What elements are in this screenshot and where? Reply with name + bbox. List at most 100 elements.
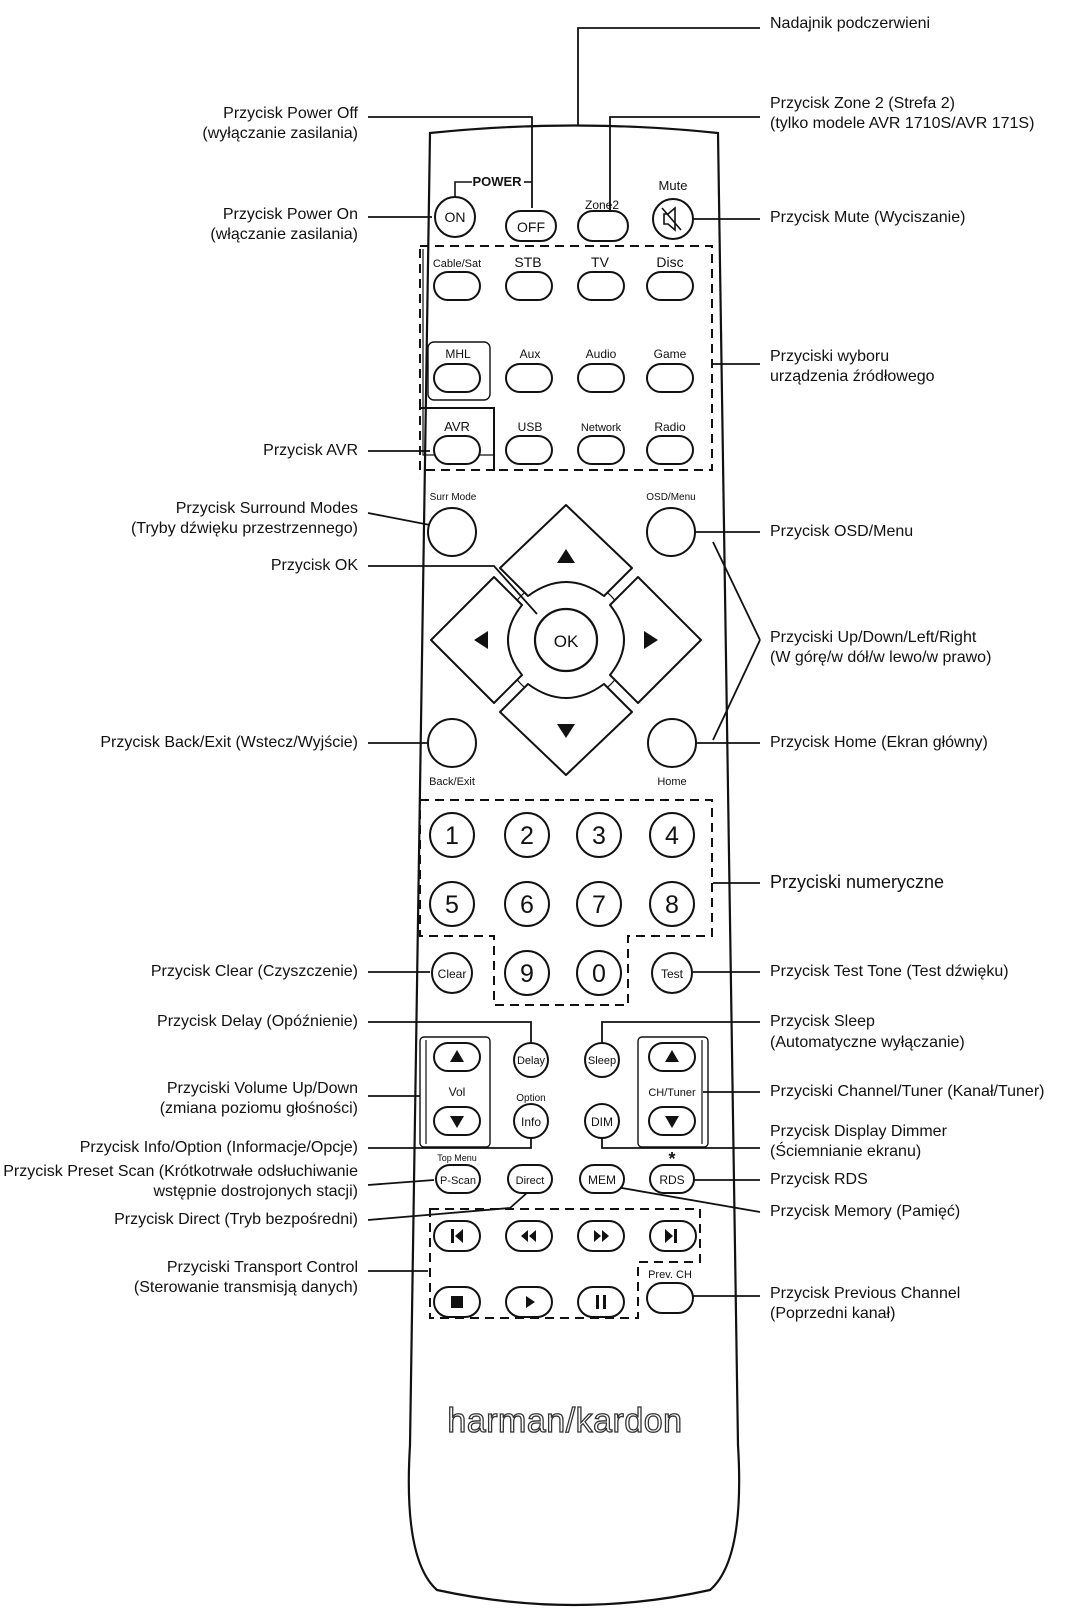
mute-caption: Mute (659, 178, 688, 193)
test-tone-button[interactable]: Test (651, 952, 693, 994)
usb-button[interactable] (505, 435, 553, 465)
skip-back-button[interactable] (433, 1220, 481, 1252)
top-menu-caption: Top Menu (437, 1153, 477, 1163)
label-osd: Przycisk OSD/Menu (770, 523, 913, 540)
volume-down-arrow-icon (450, 1116, 464, 1128)
direct-button[interactable]: Direct (507, 1164, 553, 1194)
stop-button[interactable] (433, 1286, 481, 1318)
mhl-button[interactable] (433, 363, 481, 393)
info-option-button[interactable]: Info (513, 1103, 549, 1139)
key-0[interactable]: 0 (576, 950, 622, 996)
rewind-icon (521, 1230, 536, 1242)
skip-forward-icon (665, 1229, 677, 1243)
tv-button[interactable] (577, 271, 625, 301)
label-transport: Przyciski Transport Control (167, 1259, 358, 1276)
key-1[interactable]: 1 (429, 812, 475, 858)
mem-button[interactable]: MEM (579, 1164, 625, 1194)
key-2-label: 2 (520, 822, 534, 850)
back-exit-button[interactable] (427, 718, 477, 768)
play-button[interactable] (505, 1286, 553, 1318)
skip-forward-button[interactable] (649, 1220, 697, 1252)
fast-forward-button[interactable] (577, 1220, 625, 1252)
key-8[interactable]: 8 (649, 881, 695, 927)
label-rds: Przycisk RDS (770, 1171, 868, 1188)
volume-down-button[interactable] (433, 1106, 481, 1136)
key-0-label: 0 (592, 960, 606, 988)
usb-caption: USB (518, 420, 543, 434)
clear-button[interactable]: Clear (431, 952, 473, 994)
zone2-button[interactable] (577, 210, 629, 242)
dim-button[interactable]: DIM (584, 1103, 620, 1139)
power-on-button[interactable]: ON (434, 196, 476, 238)
volume-up-button[interactable] (433, 1042, 481, 1072)
disc-button[interactable] (646, 271, 694, 301)
delay-label: Delay (517, 1055, 546, 1067)
disc-caption: Disc (656, 254, 683, 270)
delay-button[interactable]: Delay (513, 1042, 549, 1078)
channel-down-button[interactable] (648, 1106, 696, 1136)
mute-button[interactable] (652, 198, 694, 240)
rds-asterisk: * (668, 1149, 675, 1169)
ok-button[interactable] (533, 607, 599, 673)
callout-labels: Nadajnik podczerwieni Przycisk Power Off… (3, 15, 1044, 1322)
label-channel: Przyciski Channel/Tuner (Kanał/Tuner) (770, 1083, 1044, 1100)
down-arrow-icon (557, 724, 575, 738)
key-5[interactable]: 5 (429, 881, 475, 927)
key-3[interactable]: 3 (576, 812, 622, 858)
osd-menu-button[interactable] (646, 507, 696, 557)
right-arrow-icon (644, 631, 658, 649)
key-6[interactable]: 6 (504, 881, 550, 927)
network-button[interactable] (577, 435, 625, 465)
pause-button[interactable] (577, 1286, 625, 1318)
key-7-label: 7 (592, 891, 606, 919)
power-off-button[interactable]: OFF (505, 210, 557, 242)
brand-logo: harman/kardon (447, 1402, 682, 1440)
stb-caption: STB (514, 254, 541, 270)
pause-icon (596, 1295, 606, 1309)
aux-button[interactable] (505, 363, 553, 393)
home-caption: Home (657, 776, 686, 788)
sleep-button[interactable]: Sleep (584, 1042, 620, 1078)
cable-sat-button[interactable] (433, 271, 481, 301)
avr-button[interactable] (433, 435, 481, 465)
dashed-groups (419, 245, 713, 1319)
home-button[interactable] (647, 718, 697, 768)
power-row: POWER ON OFF Zone2 Mute (434, 174, 694, 242)
label-avr: Przycisk AVR (263, 442, 358, 459)
direct-label: Direct (516, 1175, 545, 1187)
label-surround-desc: (Tryby dźwięku przestrzennego) (131, 520, 358, 537)
p-scan-button[interactable]: P-Scan (435, 1164, 481, 1194)
channel-up-button[interactable] (648, 1042, 696, 1072)
prev-ch-button[interactable] (646, 1282, 694, 1314)
key-4[interactable]: 4 (649, 812, 695, 858)
key-5-label: 5 (445, 891, 459, 919)
key-2[interactable]: 2 (504, 812, 550, 858)
label-sleep: Przycisk Sleep (770, 1013, 875, 1030)
mem-label: MEM (588, 1173, 616, 1187)
label-direct: Przycisk Direct (Tryb bezpośredni) (114, 1211, 358, 1228)
label-preset-desc: wstępnie dostrojonych stacji) (152, 1183, 358, 1200)
key-7[interactable]: 7 (576, 881, 622, 927)
up-arrow-icon (557, 549, 575, 563)
label-sleep-desc: (Automatyczne wyłączanie) (770, 1034, 965, 1051)
key-3-label: 3 (592, 822, 606, 850)
power-on-label: ON (445, 209, 466, 225)
transport-controls (433, 1220, 697, 1318)
label-arrows-desc: (W górę/w dół/w lewo/w prawo) (770, 649, 991, 666)
key-9[interactable]: 9 (504, 950, 550, 996)
skip-back-icon (451, 1229, 463, 1243)
game-button[interactable] (646, 363, 694, 393)
rewind-button[interactable] (505, 1220, 553, 1252)
audio-button[interactable] (577, 363, 625, 393)
stb-button[interactable] (505, 271, 553, 301)
radio-button[interactable] (646, 435, 694, 465)
avr-caption: AVR (444, 419, 470, 434)
key-1-label: 1 (445, 822, 459, 850)
ok-label: OK (554, 632, 579, 651)
channel-up-arrow-icon (665, 1050, 679, 1062)
label-power-off: Przycisk Power Off (223, 105, 358, 122)
zone2-caption: Zone2 (585, 198, 619, 212)
rds-button[interactable]: RDS (649, 1164, 695, 1194)
surr-mode-button[interactable] (427, 507, 477, 557)
vol-caption: Vol (449, 1085, 466, 1099)
